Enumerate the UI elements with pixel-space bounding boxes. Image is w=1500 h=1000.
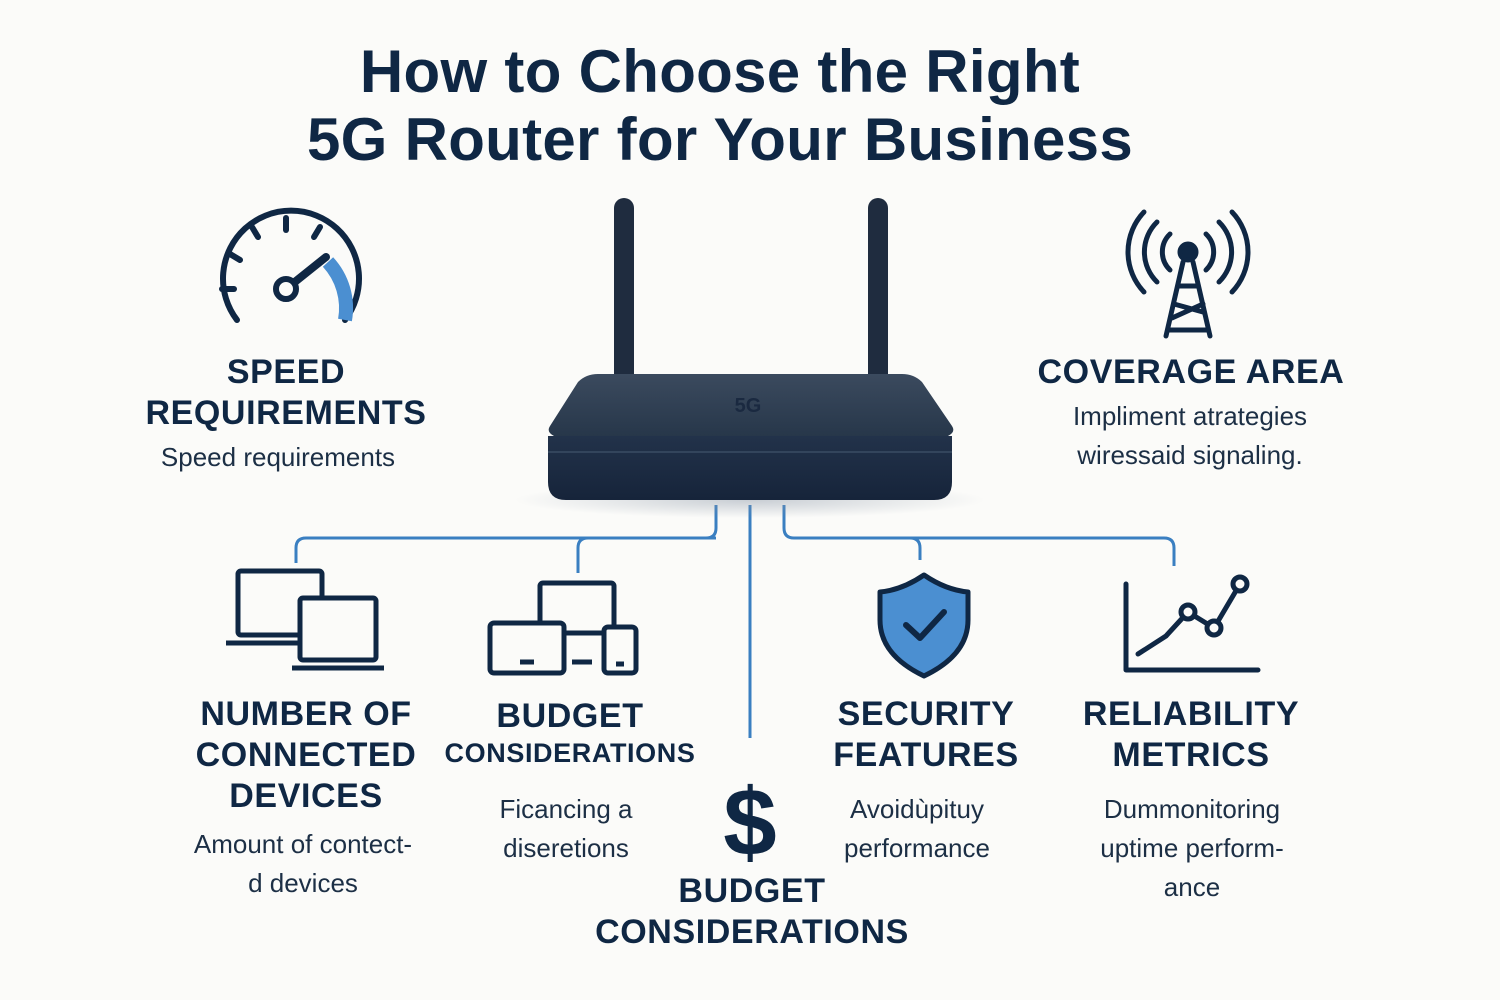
budget-top-heading: BUDGET CONSIDERATIONS [442,696,698,770]
coverage-description-line-2: wiressaid signaling. [1077,440,1303,470]
budget-top-heading-line-1: BUDGET [496,697,644,735]
devices-heading: NUMBER OF CONNECTED DEVICES [156,694,456,817]
router-antenna-right [868,198,888,388]
connector-lines [294,505,1176,738]
router-illustration: 5G [515,198,985,518]
reliability-description: Dummonitoring uptime perform- ance [1062,790,1322,907]
devices-description-line-2: d devices [248,868,358,898]
reliability-heading-line-2: METRICS [1112,736,1270,774]
security-description-line-1: Avoidùpituy [850,794,984,824]
reliability-description-line-3: ance [1163,872,1221,902]
cell-tower-icon [1125,209,1251,339]
security-description-line-2: performance [844,833,990,863]
laptops-icon [226,568,384,671]
devices-description-line-1: Amount of contect- [193,829,413,859]
connector-budget-top [576,536,716,573]
budget-bottom-heading-line-2: CONSIDERATIONS [595,913,909,951]
speed-heading-line-2: REQUIREMENTS [145,394,427,432]
connector-security-drop [909,536,922,560]
budget-top-heading-line-2: CONSIDERATIONS [444,738,696,768]
speed-description: Speed requirements [128,438,428,477]
budget-top-description: Ficancing a diseretions [448,790,684,868]
title-line-1: How to Choose the Right [359,38,1081,105]
router-label: 5G [735,395,762,417]
router-front [548,436,952,500]
reliability-description-line-2: uptime perform- [1100,833,1284,863]
connector-devices [294,505,718,563]
speed-heading: SPEED REQUIREMENTS [136,352,436,434]
security-description: Avoidùpituy performance [786,790,1048,868]
page-title: How to Choose the Right 5G Router for Yo… [0,38,1440,174]
reliability-heading-line-1: RELIABILITY [1082,695,1300,733]
router-antenna-left [614,198,634,388]
budget-top-description-line-1: Ficancing a [499,794,633,824]
shield-check-icon [877,572,971,679]
speedometer-icon [219,207,362,323]
router-top [548,374,954,436]
budget-bottom-heading-line-1: BUDGET [678,872,826,910]
coverage-heading: COVERAGE AREA [1030,352,1352,393]
connector-security [782,505,1176,566]
security-heading-line-1: SECURITY [837,695,1015,733]
title-line-2: 5G Router for Your Business [306,106,1134,173]
devices-heading-line-2: CONNECTED [195,736,417,774]
devices-description: Amount of contect- d devices [153,825,453,903]
devices-heading-line-1: NUMBER OF [200,695,412,733]
security-heading-line-2: FEATURES [833,736,1019,774]
budget-bottom-heading: BUDGET CONSIDERATIONS [580,871,924,953]
dollar-icon: $ [723,769,776,876]
line-chart-icon [1123,574,1261,673]
coverage-heading-line-1: COVERAGE AREA [1037,353,1345,391]
budget-top-description-line-2: diseretions [503,833,629,863]
reliability-heading: RELIABILITY METRICS [1060,694,1322,776]
devices-icon [487,580,639,676]
speed-description-line-1: Speed requirements [160,442,396,472]
coverage-description-line-1: Impliment atrategies [1072,401,1308,431]
coverage-description: Impliment atrategies wiressaid signaling… [1040,397,1340,475]
devices-heading-line-3: DEVICES [229,777,383,815]
security-heading: SECURITY FEATURES [796,694,1056,776]
reliability-description-line-1: Dummonitoring [1103,794,1281,824]
speed-heading-line-1: SPEED [226,353,346,391]
